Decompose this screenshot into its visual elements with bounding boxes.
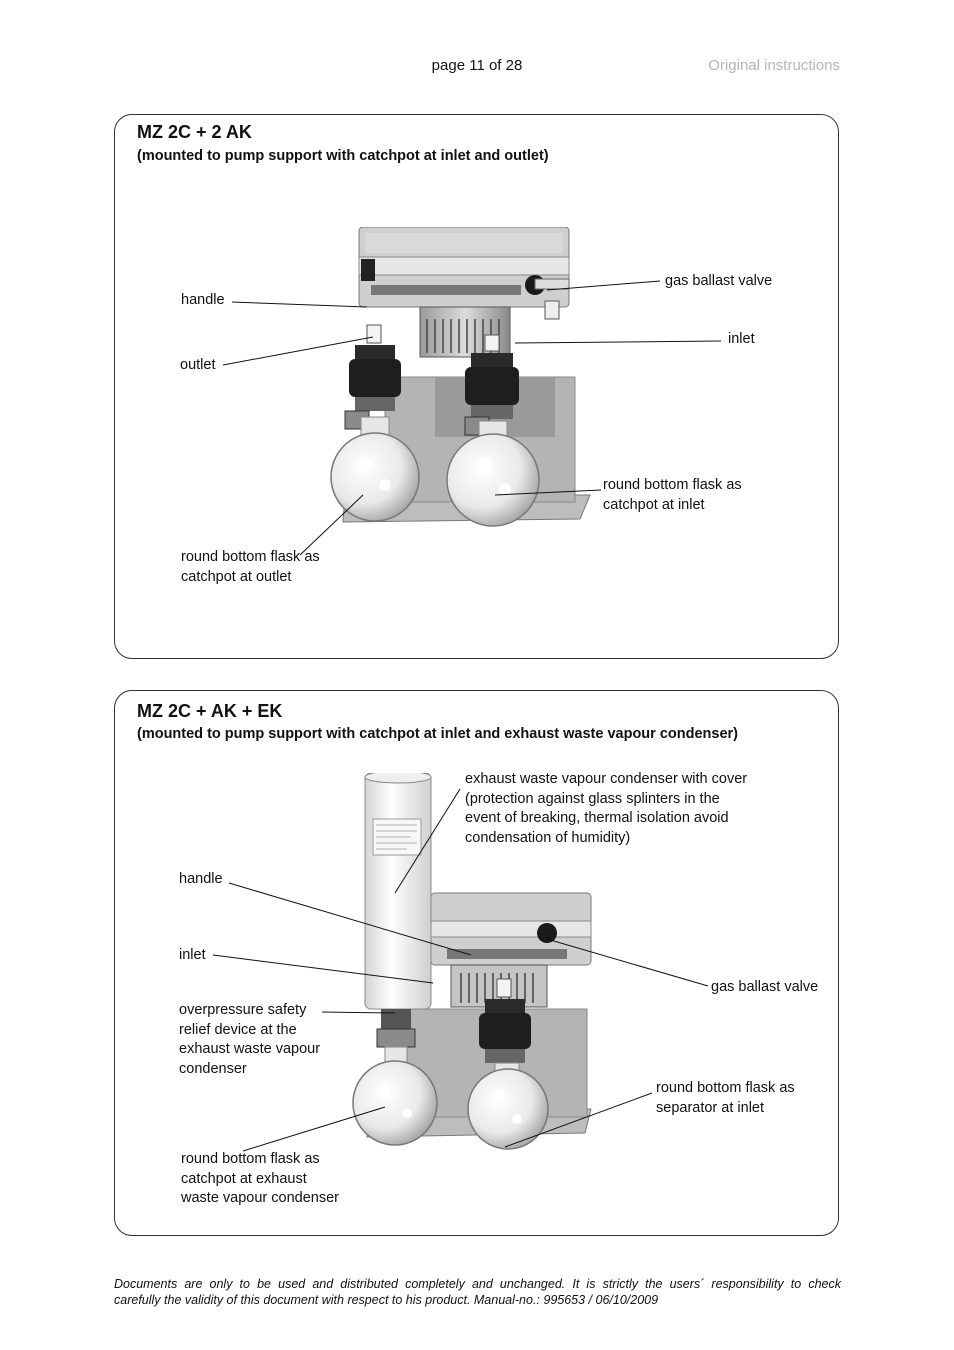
section-title: MZ 2C + 2 AK: [137, 122, 252, 142]
footer-disclaimer: Documents are only to be used and distri…: [114, 1277, 841, 1307]
label-handle: handle: [181, 292, 225, 308]
label-overpressure-relief: overpressure safety relief device at the…: [179, 1002, 321, 1077]
figure-panel-mz2c-2ak: MZ 2C + 2 AK (mounted to pump support wi…: [114, 114, 839, 659]
label-flask-catchpot-inlet: round bottom flask as catchpot at inlet: [603, 477, 742, 513]
label-flask-separator-inlet: round bottom flask as separator at inlet: [656, 1080, 795, 1116]
label-handle: handle: [179, 871, 223, 887]
label-inlet: inlet: [179, 947, 206, 963]
label-gas-ballast-valve: gas ballast valve: [665, 273, 773, 289]
label-flask-catchpot-outlet: round bottom flask as catchpot at outlet: [181, 549, 320, 585]
figure-panel-mz2c-ak-ek: MZ 2C + AK + EK (mounted to pump support…: [114, 690, 839, 1236]
document-type-label: Original instructions: [708, 57, 840, 74]
section-subtitle: (mounted to pump support with catchpot a…: [137, 726, 738, 742]
pump-photo-illustration: [330, 227, 591, 527]
label-inlet: inlet: [728, 331, 755, 347]
section-title: MZ 2C + AK + EK: [137, 701, 283, 721]
label-outlet: outlet: [180, 357, 216, 373]
label-exhaust-condenser: exhaust waste vapour condenser with cove…: [465, 771, 748, 846]
section-subtitle: (mounted to pump support with catchpot a…: [137, 148, 549, 164]
page-number: page 11 of 28: [431, 57, 523, 74]
label-flask-catchpot-exhaust: round bottom flask as catchpot at exhaus…: [181, 1151, 339, 1206]
label-gas-ballast-valve: gas ballast valve: [711, 979, 819, 995]
